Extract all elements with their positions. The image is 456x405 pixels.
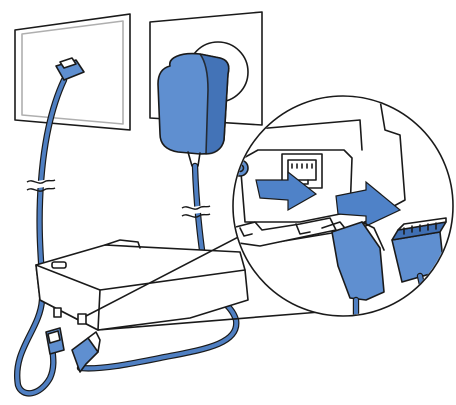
insert-arrow-icon: [255, 170, 402, 227]
phone-line-cable: [13, 76, 68, 397]
rj11-plug-icon: [391, 217, 447, 315]
rj11-plug-icon: [45, 327, 65, 355]
phone-jack-icon: [55, 57, 85, 81]
power-plug-icon: [321, 221, 385, 315]
base-station-icon: [35, 204, 321, 331]
power-cable: [76, 162, 240, 372]
power-plug-icon: [71, 331, 101, 373]
zoom-detail: [232, 95, 454, 317]
power-adapter-icon: [157, 52, 230, 167]
